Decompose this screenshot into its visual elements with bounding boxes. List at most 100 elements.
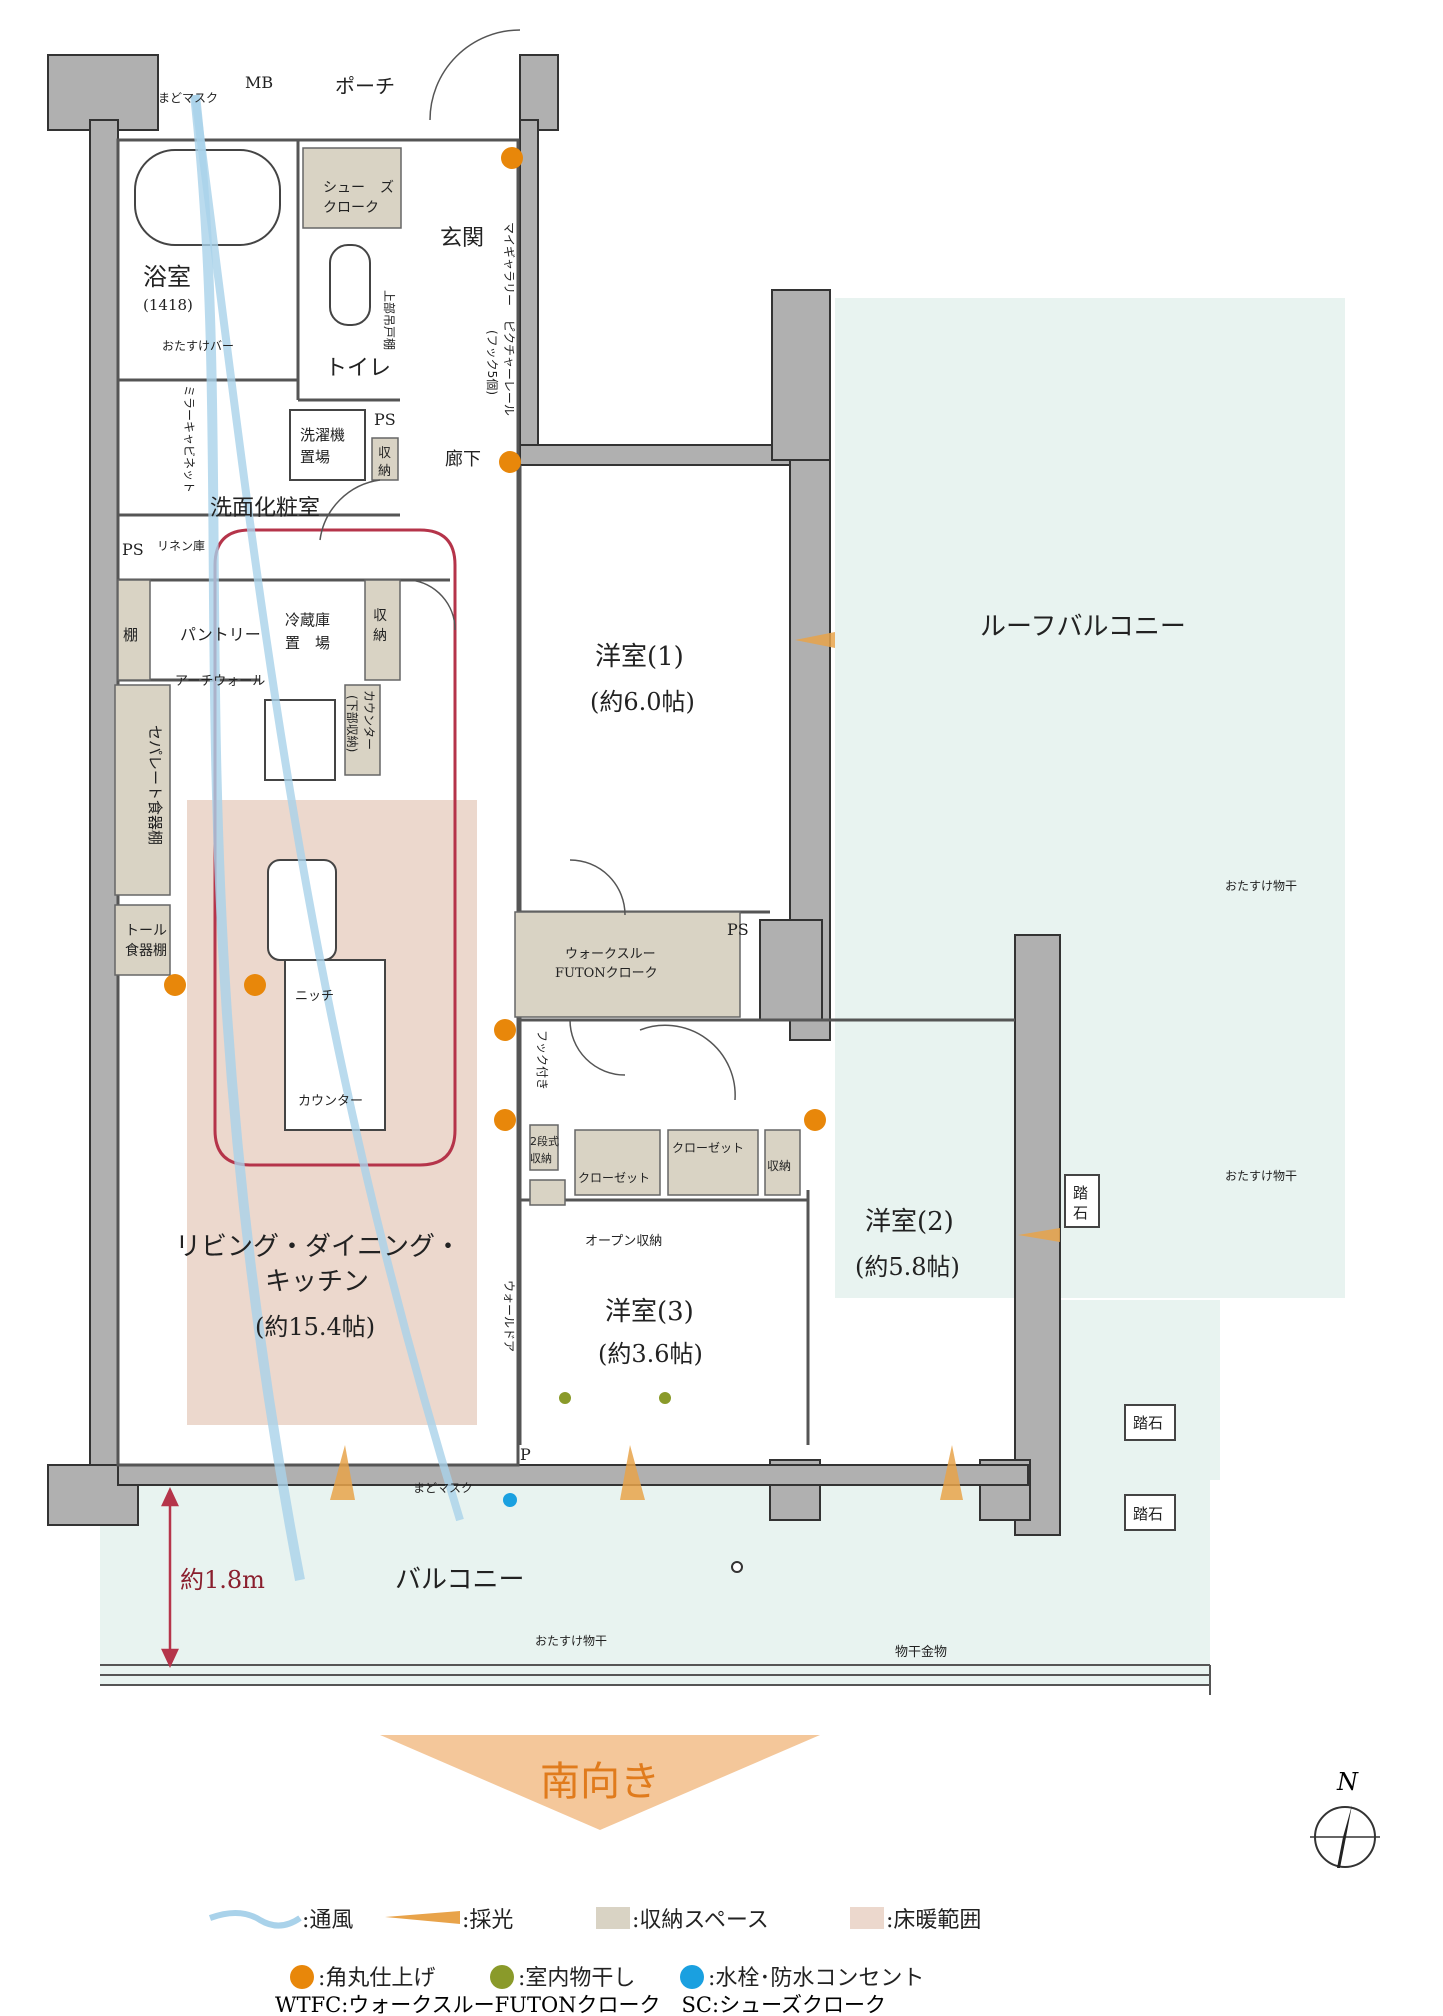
- closet2-label: クローゼット: [672, 1141, 744, 1155]
- shoes-cloak-label-2: ズ: [380, 180, 394, 196]
- bath-label: 浴室: [143, 263, 191, 291]
- door-arcs: [319, 29, 736, 1101]
- compass-icon: [1310, 1805, 1380, 1868]
- stepping-stone-box2: [1124, 1404, 1176, 1441]
- stepping-stone-box1: [1064, 1174, 1100, 1228]
- legend-rounded-corner-icon: [290, 1965, 314, 1989]
- wtfc-label-2: FUTONクローク: [555, 966, 658, 981]
- stepping-stone-label-2: 踏石: [1133, 1414, 1163, 1432]
- otasuke-drying-label-2: おたすけ物干: [1225, 1169, 1297, 1183]
- tall-shelf-label-1: トール: [125, 923, 167, 939]
- legend-ventilation: :通風: [302, 1908, 353, 1933]
- laundry-label-2: 置場: [300, 448, 330, 466]
- south-arrow-shape: [380, 1735, 820, 1830]
- counter-lower-label-1: カウンター: [362, 690, 376, 750]
- bath-size-label: (1418): [143, 296, 193, 314]
- balcony-label: バルコニー: [395, 1565, 524, 1595]
- legend-storage-space: :収納スペース: [632, 1908, 769, 1933]
- hall-storage-2: 納: [378, 464, 391, 479]
- washer-box: [289, 409, 366, 481]
- roof-balcony-label: ルーフバルコニー: [980, 612, 1186, 642]
- upper-cabinet-label: 上部吊戸棚: [382, 290, 397, 350]
- legend-daylight: :採光: [462, 1908, 513, 1933]
- stepping-stone-label-3: 踏石: [1133, 1505, 1163, 1523]
- mado-mask-top-label: まどマスク: [158, 91, 218, 105]
- ldk-label: リビング・ダイニング・: [175, 1232, 461, 1262]
- genkan-label: 玄関: [440, 226, 484, 251]
- fridge-label-1: 冷蔵庫: [285, 611, 330, 629]
- indoor-drying-markers: [559, 1392, 671, 1404]
- stepping-stone-box3: [1124, 1494, 1176, 1531]
- wall-door-label: ウォールドア: [502, 1280, 516, 1352]
- balcony-depth-arrow: [161, 1487, 179, 1668]
- room2-size-label: (約5.8帖): [855, 1253, 960, 1281]
- mb-label: MB: [245, 73, 273, 92]
- legend-storage-icon: [596, 1907, 630, 1929]
- my-gallery-label: マイギャラリー: [502, 222, 516, 306]
- p-label: P: [520, 1445, 531, 1464]
- room1-size-label: (約6.0帖): [590, 688, 695, 716]
- separate-shelf-label: セパレート食器棚: [146, 725, 164, 845]
- legend-floor-heating-icon: [850, 1907, 884, 1929]
- orientation-label: 南向き: [540, 1759, 660, 1805]
- room2-label: 洋室(2): [865, 1207, 954, 1237]
- balcony-depth-label: 約1.8m: [180, 1566, 265, 1594]
- legend-indoor-drying: :室内物干し: [518, 1966, 635, 1991]
- kitchen-storage-1: 収: [373, 608, 387, 624]
- stepping-stone-label-1b: 石: [1073, 1204, 1088, 1222]
- circulation-line: [213, 528, 457, 1167]
- counter-label: カウンター: [298, 1094, 363, 1109]
- shoes-cloak-label-1: シュー: [323, 180, 365, 196]
- linen-label: リネン庫: [157, 539, 205, 553]
- legend-floor-heating: :床暖範囲: [886, 1908, 981, 1933]
- legend-abbrev: WTFC:ウォークスルーFUTONクローク SC:シューズクローク: [275, 1993, 886, 2016]
- toilet-fixture: [329, 244, 371, 326]
- drain-marker: [731, 1561, 743, 1573]
- tall-shelf-label-2: 食器棚: [125, 942, 167, 959]
- drying-hardware-label: 物干金物: [895, 1644, 947, 1660]
- room3-size-label: (約3.6帖): [598, 1340, 703, 1368]
- pantry-label: パントリー: [180, 625, 261, 644]
- toilet-label: トイレ: [325, 356, 391, 381]
- hook5-label: (フック5個): [485, 330, 499, 395]
- legend-ventilation-icon: [208, 1910, 302, 1929]
- legend-indoor-drying-icon: [490, 1965, 514, 1989]
- stepping-stone-label-1a: 踏: [1073, 1184, 1088, 1202]
- fridge-label-2: 置 場: [285, 634, 330, 652]
- closet-label: クローゼット: [578, 1171, 650, 1185]
- laundry-label-1: 洗濯機: [300, 426, 345, 444]
- otasuke-bar-label: おたすけバー: [162, 339, 234, 353]
- roof-balcony-lower: [1060, 1300, 1220, 1480]
- otasuke-drying-label-1: おたすけ物干: [1225, 879, 1297, 893]
- storage-2tier-1: 2段式: [530, 1134, 559, 1148]
- storage-blocks: [114, 147, 801, 1206]
- storage-2tier-2: 収納: [530, 1152, 552, 1165]
- mado-mask-bottom-label: まどマスク: [413, 1481, 473, 1495]
- legend-faucet-icon: [680, 1965, 704, 1989]
- legend-faucet: :水栓･防水コンセント: [708, 1966, 924, 1991]
- ps2-label: PS: [122, 540, 144, 559]
- hook-attached-label: フック付き: [535, 1030, 549, 1090]
- ps3-label: PS: [727, 920, 749, 939]
- hall-storage-1: 収: [378, 446, 391, 461]
- niche-label: ニッチ: [295, 989, 334, 1004]
- north-label: N: [1336, 1768, 1359, 1796]
- otasuke-drying-label-3: おたすけ物干: [535, 1634, 607, 1648]
- room3-label: 洋室(3): [605, 1297, 694, 1327]
- room1-label: 洋室(1): [595, 642, 684, 672]
- faucet-marker: [503, 1493, 517, 1507]
- hall-label: 廊下: [445, 449, 481, 470]
- roof-balcony-area: [835, 298, 1345, 1298]
- counter-lower-label-2: (下部収納): [345, 695, 360, 752]
- legend-rounded-corner: :角丸仕上げ: [318, 1966, 435, 1991]
- shelf-label: 棚: [123, 626, 138, 644]
- ldk-label-2: キッチン: [265, 1267, 369, 1297]
- open-storage-label: オープン収納: [585, 1234, 662, 1249]
- ventilation-flow-2: [191, 94, 464, 1522]
- rounded-corner-markers: [164, 147, 826, 1131]
- kitchen-storage-2: 納: [373, 628, 387, 644]
- ldk-size-label: (約15.4帖): [255, 1313, 375, 1341]
- ventilation-flow: [190, 94, 305, 1581]
- arch-wall-label: アーチウォール: [175, 674, 265, 689]
